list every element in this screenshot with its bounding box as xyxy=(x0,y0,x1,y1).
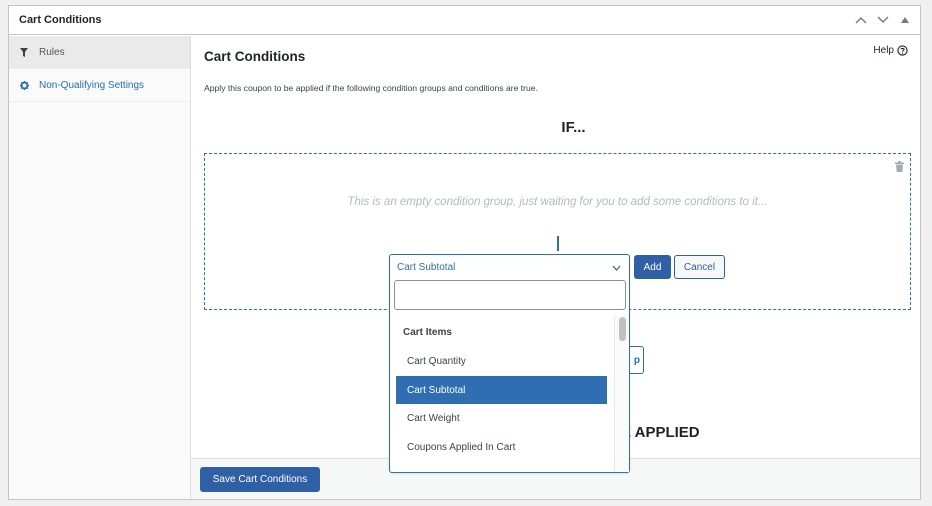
gear-icon xyxy=(19,80,29,90)
add-group-button-partial[interactable]: p xyxy=(629,346,644,374)
chevron-down-icon xyxy=(612,265,621,271)
option-group-label: Cart Items xyxy=(403,327,452,338)
tab-non-qualifying-settings[interactable]: Non-Qualifying Settings xyxy=(9,69,190,102)
filter-icon xyxy=(19,47,29,57)
empty-group-message: This is an empty condition group, just w… xyxy=(347,196,768,208)
options-scrollbar[interactable] xyxy=(614,315,629,472)
toggle-panel-button[interactable] xyxy=(898,13,912,27)
connector-line xyxy=(557,236,559,251)
scrollbar-thumb[interactable] xyxy=(619,317,626,341)
option-cart-weight[interactable]: Cart Weight xyxy=(407,412,460,424)
postbox-title: Cart Conditions xyxy=(19,14,102,26)
handle-actions xyxy=(854,13,912,27)
settings-sidebar: Rules Non-Qualifying Settings xyxy=(9,36,191,499)
chevron-up-icon xyxy=(855,16,867,24)
option-cart-quantity[interactable]: Cart Quantity xyxy=(407,355,466,367)
tab-non-qualifying-settings-label: Non-Qualifying Settings xyxy=(39,79,145,91)
move-up-button[interactable] xyxy=(854,13,868,27)
chevron-down-icon xyxy=(877,16,889,24)
delete-group-button[interactable] xyxy=(895,159,904,177)
option-cart-subtotal[interactable]: Cart Subtotal xyxy=(396,376,607,404)
option-coupons-applied-in-cart[interactable]: Coupons Applied In Cart xyxy=(407,441,516,453)
trash-icon xyxy=(895,161,904,172)
question-circle-icon xyxy=(897,45,908,56)
condition-type-select[interactable]: Cart Subtotal Cart Items Cart Quantity C… xyxy=(389,254,630,473)
selected-value: Cart Subtotal xyxy=(397,262,456,273)
tab-rules[interactable]: Rules xyxy=(9,36,190,69)
tab-rules-label: Rules xyxy=(39,46,65,58)
add-condition-button[interactable]: Add xyxy=(634,255,671,279)
help-link[interactable]: Help xyxy=(873,45,908,56)
help-label: Help xyxy=(873,45,894,56)
triangle-up-icon xyxy=(901,17,909,23)
save-cart-conditions-button[interactable]: Save Cart Conditions xyxy=(200,467,320,492)
move-down-button[interactable] xyxy=(876,13,890,27)
condition-options-list: Cart Items Cart Quantity Cart Subtotal C… xyxy=(390,315,629,472)
cancel-condition-button[interactable]: Cancel xyxy=(674,255,725,279)
panel-title: Cart Conditions xyxy=(204,49,306,64)
postbox-header: Cart Conditions xyxy=(9,6,920,35)
if-label: IF... xyxy=(561,119,586,136)
then-applied-label: E APPLIED xyxy=(621,424,700,441)
panel-description: Apply this coupon to be applied if the f… xyxy=(204,83,538,93)
condition-search-input[interactable] xyxy=(394,280,626,310)
condition-type-select-value[interactable]: Cart Subtotal xyxy=(390,255,629,280)
